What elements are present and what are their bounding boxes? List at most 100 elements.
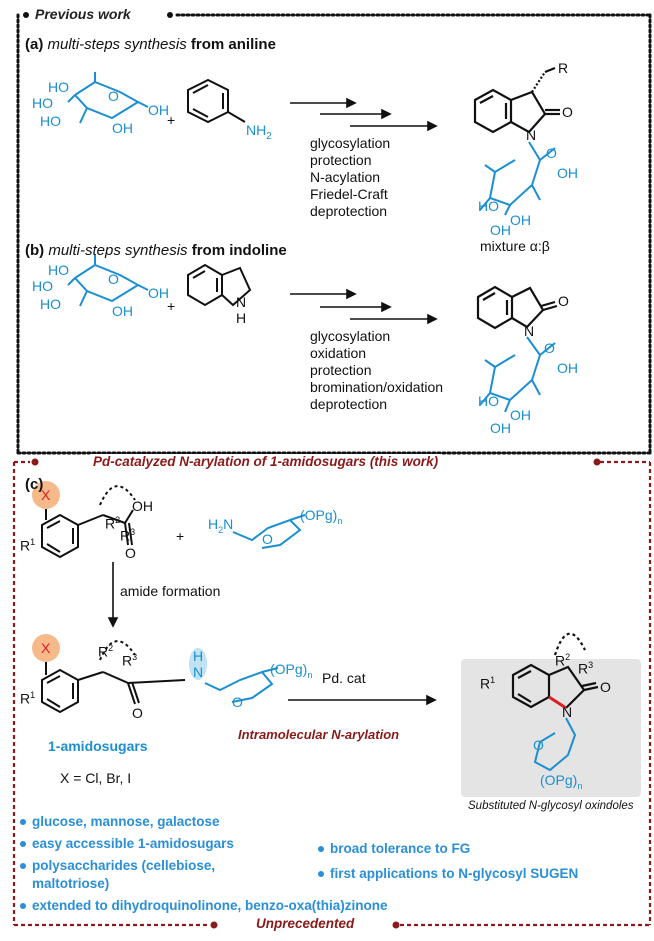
x-highlight-2 [32,634,60,662]
bullet-3-text: polysaccharides (cellebiose, [32,858,216,873]
ho-label: HO [478,393,499,409]
oh-label: OH [148,285,169,301]
x-label: X [41,487,51,503]
oh-label: OH [132,498,153,514]
oh-label: HO [32,278,53,294]
o-label: O [262,531,273,547]
oxindole-product [511,632,599,710]
o-label: O [546,145,557,161]
nh2-label: NH2 [246,122,272,142]
aryl-acid [41,485,136,559]
oh-label: HO [40,113,61,129]
bullet-4: broad tolerance to FG [318,841,470,856]
arrows-b [290,288,438,325]
bullet-3-cont: maltotriose) [32,876,109,891]
sugar-a [479,141,556,216]
bullet-6-text: extended to dihydroquinolinone, benzo-ox… [32,898,388,913]
oxindole-b [476,285,558,330]
cond-a-2: protection [310,152,372,168]
r-label: R [558,60,569,76]
plus-sign: + [176,528,185,544]
o-label: O [232,694,243,710]
plus-sign: + [167,298,176,314]
oxindole-a [473,66,560,134]
o-label: O [108,271,119,287]
bullet-2: easy accessible 1-amidosugars [20,836,234,851]
oh-label: OH [112,120,133,136]
oh-label: OH [510,212,531,228]
bullet-4-text: broad tolerance to FG [330,841,471,856]
oh-label: OH [510,407,531,423]
footer-unprecedented: Unprecedented [253,916,358,931]
nh-highlight [189,648,207,680]
x-label: X [41,640,51,656]
previous-work-frame [16,13,652,455]
aniline [187,78,246,124]
cond-b-2: oxidation [310,345,367,361]
section-a-bold: from aniline [190,36,276,53]
sugar-b [479,336,556,413]
conditions-b: glycosylation oxidation protection bromi… [310,328,443,413]
n-label: N [524,323,535,339]
o-label: O [562,104,573,120]
bullet-3: polysaccharides (cellebiose, [20,858,215,873]
glucose-a [67,72,149,124]
amidosugar [41,640,186,714]
o-label: O [558,293,569,309]
ho-label: HO [478,198,499,214]
opg-label: (OPg)n [300,507,343,526]
oh-label: OH [148,102,169,118]
cond-b-5: deprotection [310,396,388,412]
product-sugar [533,717,577,772]
n-label: N [526,127,537,143]
r2-label: R2 [555,652,571,669]
bullet-5: first applications to N-glycosyl SUGEN [318,866,578,881]
cond-a-1: glycosylation [310,135,391,151]
conditions-a: glycosylation protection N-acylation Fri… [310,135,390,220]
mixture-note: mixture α:β [480,238,550,254]
arrow-amide [107,562,119,628]
r3-label: R3 [122,652,138,669]
aminosugar [232,514,306,549]
opg-label: (OPg)n [270,661,313,680]
section-a-italic: multi-steps synthesis [47,36,187,53]
n-label: N [562,704,573,720]
oh-label: HO [48,262,69,278]
oh-label: HO [48,79,69,95]
section-b-title: (b) multi-steps synthesis from indoline [25,242,287,259]
r1-label: R1 [20,537,36,554]
arrow-pd [288,694,437,706]
cond-a-5: deprotection [310,203,388,219]
section-b-bold: from indoline [191,242,287,259]
oh-label: OH [557,165,578,181]
step-amide-formation: amide formation [120,583,221,599]
h2n-label: H2N [208,516,234,535]
oh-label: HO [32,95,53,111]
intermediate-name: 1-amidosugars [48,738,148,754]
cond-b-1: glycosylation [310,328,391,344]
r3-label: R3 [578,660,594,677]
oh-label: OH [557,360,578,376]
section-b-tag: (b) [25,242,45,259]
this-work-frame [12,460,652,927]
arrows-a [290,97,438,132]
oh-label: OH [490,222,511,238]
o-label: O [125,545,136,561]
amidosugar-sugar [204,667,279,703]
o-label: O [544,340,555,356]
c-tag-text: (c) [25,476,44,493]
oh-label: HO [40,296,61,312]
section-a-tag: (a) [25,36,44,53]
r3-label: R3 [120,527,136,544]
section-c-tag: (c) [25,476,43,493]
r2-label: R2 [105,515,121,532]
o-label: O [132,705,143,721]
oh-label: OH [112,303,133,319]
bullet-1-text: glucose, mannose, galactose [32,814,220,829]
o-label: O [600,679,611,695]
pd-catalyst: Pd. cat [322,670,366,686]
bullet-6: extended to dihydroquinolinone, benzo-ox… [20,898,388,913]
